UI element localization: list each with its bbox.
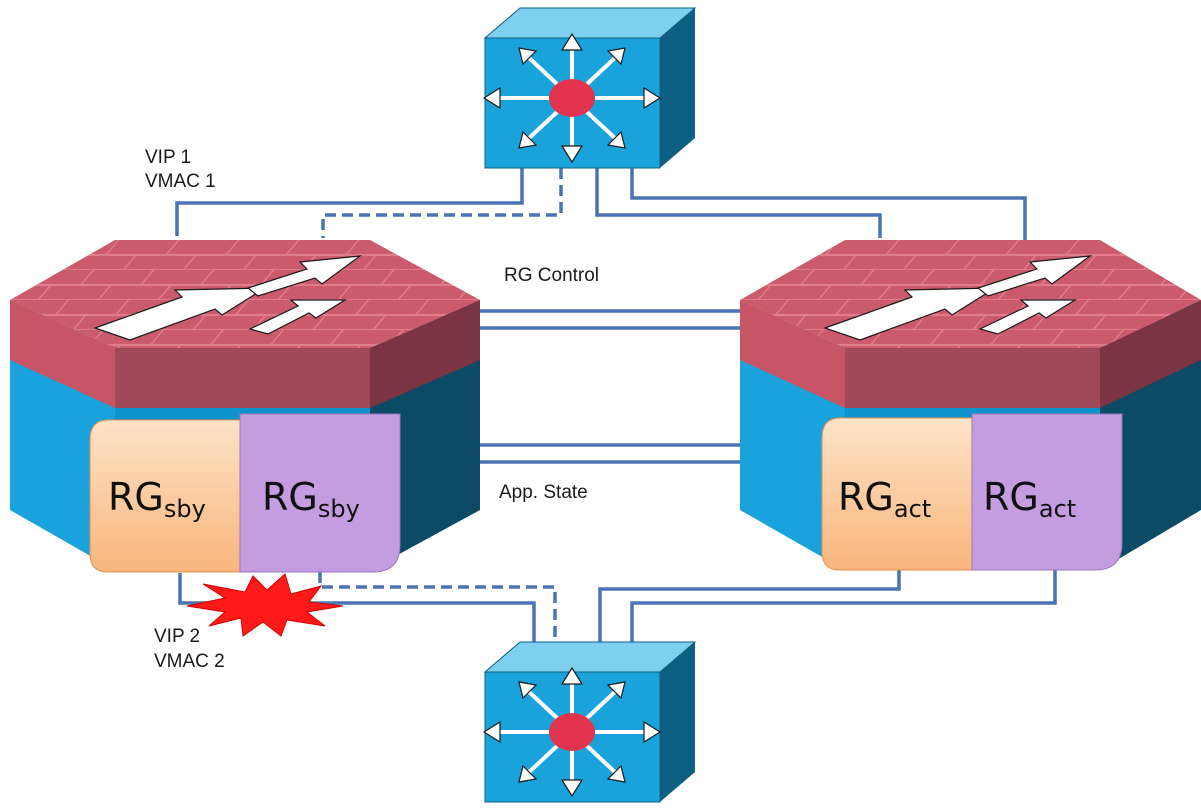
link-top-switch-right-fw-b [630,168,1027,240]
right-firewall [740,240,1201,571]
left-rg2-label: RGsby [262,475,360,523]
vip1-label: VIP 1 [145,147,192,168]
rg-control-label: RG Control [504,265,600,286]
left-rg1-label: RGsby [108,475,206,523]
rg-module-purple [971,413,1123,571]
right-rg2-label: RGact [983,475,1077,523]
app-state-label: App. State [499,482,588,503]
firewall-icon [93,255,363,341]
vip2-label: VIP 2 [154,626,201,647]
firewall-icon [823,255,1093,341]
right-rg1-label: RGact [838,475,932,523]
switch-icon [482,666,662,798]
vmac1-label: VMAC 1 [145,171,216,192]
link-top-switch-left-fw-dashed [321,168,563,238]
link-top-switch-right-fw-a [595,168,882,238]
link-top-switch-left-fw [175,168,524,236]
switch-icon [482,32,662,164]
rg-module-orange [89,419,241,573]
vmac2-label: VMAC 2 [154,651,225,672]
failure-burst-icon [186,573,344,637]
rg-module-orange [821,417,973,571]
link-left-fw-bottom-switch [178,573,536,650]
top-switch [482,7,697,169]
left-firewall [10,240,480,573]
link-left-fw-bottom-switch-dashed [318,572,557,650]
link-right-fw-bottom-switch-a [598,570,901,650]
bottom-switch [482,641,697,803]
links [175,168,1057,650]
link-right-fw-bottom-switch-b [630,568,1057,650]
rg-module-purple [239,413,401,573]
